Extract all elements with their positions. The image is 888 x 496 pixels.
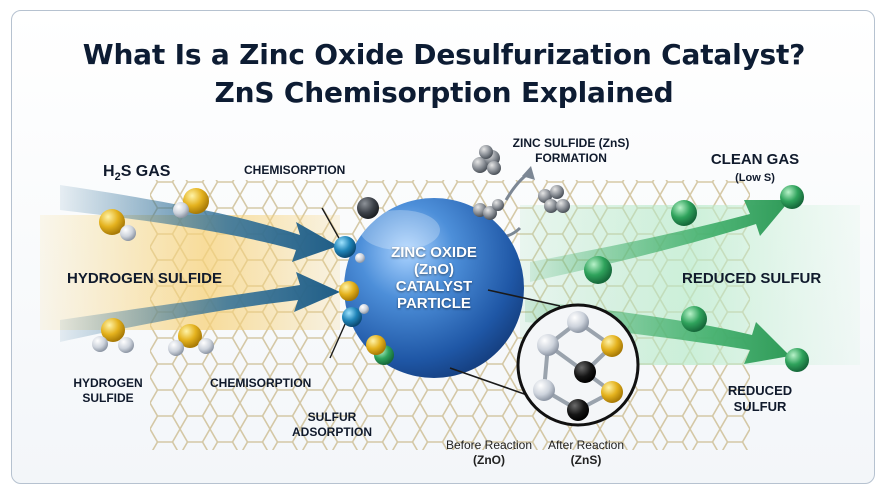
inset-callout-line-top bbox=[487, 289, 561, 307]
clean-gas-molecules bbox=[584, 185, 809, 372]
particle-label: ZINC OXIDE (ZnO) CATALYST PARTICLE bbox=[364, 244, 504, 312]
h2s-molecules bbox=[92, 188, 214, 356]
inset-callout-line-bottom bbox=[449, 367, 531, 397]
sulfur-adsorption-label: SULFUR ADSORPTION bbox=[282, 410, 382, 440]
title-line-1: What Is a Zinc Oxide Desulfurization Cat… bbox=[82, 38, 806, 71]
after-reaction-text: After Reaction bbox=[547, 438, 625, 452]
reduced-sulfur-lower-line-1: REDUCED bbox=[727, 383, 793, 398]
particle-label-line-1: ZINC OXIDE bbox=[391, 244, 477, 261]
title-line-2: ZnS Chemisorption Explained bbox=[214, 76, 674, 109]
after-reaction-formula: (ZnS) bbox=[570, 453, 602, 467]
zns-formation-label: ZINC SULFIDE (ZnS) FORMATION bbox=[496, 136, 646, 166]
particle-label-line-4: PARTICLE bbox=[397, 295, 471, 312]
zns-clusters bbox=[472, 145, 570, 220]
reaction-inset bbox=[516, 303, 640, 427]
zns-formation-line-1: ZINC SULFIDE (ZnS) bbox=[512, 136, 630, 150]
h2s-gas-label-prefix: H bbox=[103, 163, 115, 180]
reduced-sulfur-lower-line-2: SULFUR bbox=[733, 399, 787, 414]
sulfur-adsorption-line-2: ADSORPTION bbox=[291, 425, 372, 439]
inlet-arrows bbox=[60, 185, 340, 342]
clean-gas-title: CLEAN GAS bbox=[710, 151, 800, 168]
reduced-sulfur-mid-label: REDUCED SULFUR bbox=[682, 270, 822, 287]
before-reaction-text: Before Reaction bbox=[445, 438, 533, 452]
chemisorption-bottom-label: CHEMISORPTION bbox=[210, 376, 312, 390]
reduced-sulfur-lower-label: REDUCED SULFUR bbox=[714, 383, 806, 415]
chemisorbed-atoms bbox=[321, 197, 394, 365]
after-reaction-caption: After Reaction (ZnS) bbox=[534, 438, 638, 468]
particle-label-line-3: CATALYST bbox=[395, 278, 473, 295]
clean-gas-subtitle: (Low S) bbox=[735, 172, 775, 184]
before-reaction-caption: Before Reaction (ZnO) bbox=[434, 438, 544, 468]
particle-label-line-2: (ZnO) bbox=[414, 261, 454, 278]
h2s-gas-label: H2S GAS bbox=[103, 163, 170, 183]
sulfur-adsorption-line-1: SULFUR bbox=[307, 410, 357, 424]
chemisorption-top-label: CHEMISORPTION bbox=[244, 163, 346, 177]
h2s-gas-label-subscript: 2 bbox=[114, 171, 121, 184]
clean-gas-label: CLEAN GAS (Low S) bbox=[700, 151, 810, 187]
h2s-gas-label-suffix: S GAS bbox=[120, 163, 171, 180]
zns-formation-arrowhead bbox=[522, 166, 535, 180]
zinc-oxide-particle bbox=[344, 198, 524, 378]
particle-highlight bbox=[360, 210, 440, 250]
hydrogen-sulfide-label: HYDROGEN SULFIDE bbox=[67, 270, 223, 287]
before-reaction-formula: (ZnO) bbox=[473, 453, 505, 467]
hydrogen-sulfide-lower-line-2: SULFIDE bbox=[82, 391, 134, 405]
hydrogen-sulfide-lower-line-1: HYDROGEN bbox=[73, 376, 143, 390]
hydrogen-sulfide-lower-label: HYDROGEN SULFIDE bbox=[62, 376, 154, 406]
zns-formation-line-2: FORMATION bbox=[535, 151, 607, 165]
